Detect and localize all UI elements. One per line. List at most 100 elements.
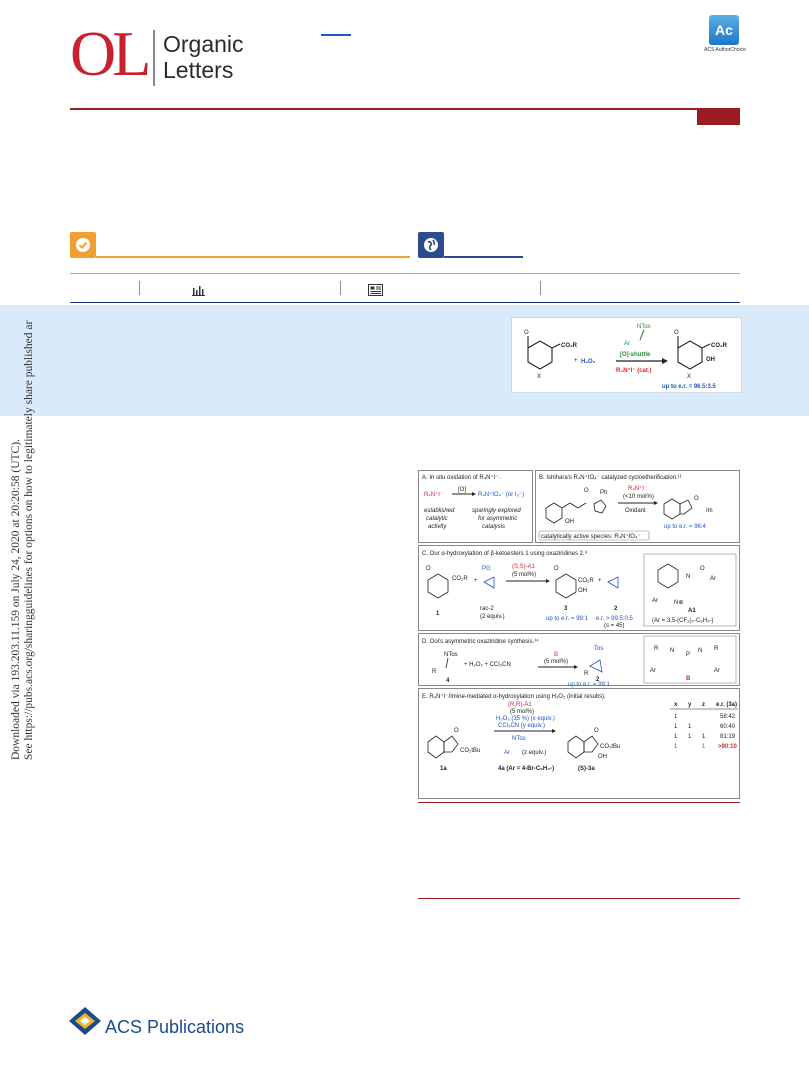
svg-text:CO₂R: CO₂R	[578, 578, 594, 584]
svg-text:(<10 mol%): (<10 mol%)	[623, 494, 654, 500]
table-row: 1 58:42	[674, 714, 736, 720]
svg-text:1: 1	[674, 744, 678, 750]
svg-text:(s = 45): (s = 45)	[604, 623, 625, 629]
toc-product-group: CO₂R	[711, 343, 728, 349]
svg-text:rac-2: rac-2	[480, 606, 494, 612]
svg-text:O: O	[524, 330, 529, 336]
svg-text:z: z	[702, 702, 705, 708]
svg-text:OH: OH	[578, 588, 587, 594]
panel-a-arrow: [O]	[458, 487, 466, 493]
acs-publications-wordmark[interactable]: ACS Publications	[105, 1017, 245, 1037]
svg-text:O: O	[694, 496, 699, 502]
read-online-bar	[444, 256, 523, 258]
toc-catalyst: R₄N⁺I⁻ (cat.)	[616, 367, 652, 374]
svg-text:(Ar = 3,5-(CF₃)₂-C₆H₃-): (Ar = 3,5-(CF₃)₂-C₆H₃-)	[652, 618, 713, 624]
svg-text:CCl₃CN (y equiv.): CCl₃CN (y equiv.)	[498, 723, 545, 729]
panel-a-right: R₄N⁺IO₄⁻ (or I₃⁻)	[478, 491, 524, 498]
svg-text:CO₂tBu: CO₂tBu	[460, 748, 480, 754]
svg-text:Ar: Ar	[504, 750, 510, 756]
svg-text:N⊕: N⊕	[674, 600, 683, 606]
header-link[interactable]	[321, 34, 351, 36]
svg-text:catalytic: catalytic	[426, 516, 448, 522]
svg-text:P: P	[686, 652, 690, 658]
svg-text:2: 2	[596, 677, 600, 683]
svg-text:N: N	[686, 574, 690, 580]
check-circle-icon	[76, 238, 90, 252]
svg-text:Oxidant: Oxidant	[625, 508, 646, 514]
svg-text:(R,R)-A1: (R,R)-A1	[508, 702, 532, 708]
acs-logo[interactable]	[68, 1006, 102, 1041]
toc-result: up to e.r. = 96.5:3.5	[662, 384, 717, 390]
svg-text:R: R	[584, 671, 589, 677]
svg-text:1a: 1a	[440, 766, 447, 772]
svg-text:H₂O₂ (35 %) (x equiv.): H₂O₂ (35 %) (x equiv.)	[496, 716, 555, 722]
read-online-icon[interactable]	[418, 232, 444, 258]
toc-plus: +	[574, 358, 578, 364]
svg-text:>90:10: >90:10	[718, 744, 738, 750]
svg-text:NTos: NTos	[444, 652, 458, 658]
svg-text:O: O	[594, 728, 599, 734]
svg-text:e.r. > 99.5:0.5: e.r. > 99.5:0.5	[596, 616, 634, 622]
svg-text:R: R	[654, 646, 659, 652]
table-row: 1 1 >90:10	[674, 744, 738, 750]
watermark-line-2: See https://pubs.acs.org/sharingguidelin…	[23, 320, 35, 760]
svg-text:1: 1	[674, 734, 678, 740]
svg-text:1: 1	[702, 744, 706, 750]
svg-text:58:42: 58:42	[720, 714, 736, 720]
svg-text:PG: PG	[482, 566, 491, 572]
svg-text:1: 1	[688, 734, 692, 740]
toc-substrate-group: CO₂R	[561, 343, 578, 349]
svg-text:Ph: Ph	[600, 490, 607, 496]
svg-text:CO₂tBu: CO₂tBu	[600, 744, 620, 750]
figure-bottom-rule	[418, 802, 740, 803]
supporting-info-icon[interactable]	[368, 283, 383, 301]
panel-b-species: catalytically active species: R₄N⁺IO₄⁻	[541, 533, 641, 540]
journal-logo-ol: OL	[70, 18, 151, 89]
table-row: 1 1 60:40	[674, 724, 736, 730]
svg-text:e.r. (3a): e.r. (3a)	[716, 702, 737, 708]
svg-text:X: X	[687, 374, 691, 380]
svg-text:Ar: Ar	[714, 668, 720, 674]
svg-text:up to e.r. = 96:4: up to e.r. = 96:4	[664, 524, 707, 530]
toc-oxidant: H₂O₂	[581, 359, 596, 365]
panel-c-title: C. Our α-hydroxylation of β-ketoesters 1…	[422, 550, 588, 557]
svg-text:activity: activity	[428, 524, 447, 530]
svg-text:OH: OH	[565, 519, 574, 525]
toc-oh: OH	[706, 357, 715, 363]
toc-shuttle: [O]-shuttle	[620, 352, 651, 358]
svg-text:(S)-3a: (S)-3a	[578, 766, 595, 772]
svg-text:Im: Im	[706, 508, 713, 514]
svg-text:1: 1	[702, 734, 706, 740]
bar-chart-icon	[192, 286, 205, 296]
figure-1: A. In situ oxidation of R₄N⁺I⁻. R₄N⁺I⁻ […	[418, 470, 740, 799]
svg-text:N: N	[670, 648, 674, 654]
svg-text:sparingly explored: sparingly explored	[472, 508, 521, 514]
metrics-icon[interactable]	[192, 283, 205, 301]
svg-text:4: 4	[446, 678, 450, 684]
panel-a-title: A. In situ oxidation of R₄N⁺I⁻.	[422, 474, 500, 481]
svg-text:81:19: 81:19	[720, 734, 736, 740]
svg-text:(5 mol%): (5 mol%)	[510, 709, 534, 715]
metrics-bottom-rule	[70, 302, 740, 303]
svg-text:N: N	[698, 648, 702, 654]
acs-authorchoice-badge[interactable]: Ac	[709, 15, 739, 45]
svg-text:60:40: 60:40	[720, 724, 736, 730]
svg-text:O: O	[554, 566, 559, 572]
svg-text:3: 3	[564, 606, 568, 612]
panel-b-title: B. Ishihara's R₄N⁺IO₄⁻ catalyzed cycloet…	[539, 474, 682, 481]
authorchoice-caption: ACS AuthorChoice	[704, 47, 746, 53]
svg-text:OH: OH	[598, 754, 607, 760]
svg-text:O: O	[426, 566, 431, 572]
toc-imine: NTos	[637, 324, 651, 330]
svg-text:O: O	[674, 330, 679, 336]
svg-text:y: y	[688, 702, 692, 708]
svg-text:R: R	[432, 669, 437, 675]
svg-text:established: established	[424, 508, 455, 514]
table-header: x	[674, 702, 678, 708]
svg-text:(z equiv.): (z equiv.)	[522, 750, 546, 756]
svg-text:Ar: Ar	[652, 598, 658, 604]
svg-text:Tos: Tos	[594, 646, 603, 652]
cite-this-icon[interactable]	[70, 232, 96, 258]
svg-text:NTos: NTos	[512, 736, 526, 742]
toc-graphic: O CO₂R X + H₂O₂ NTos Ar [O]-shuttle R₄N⁺…	[511, 317, 742, 393]
